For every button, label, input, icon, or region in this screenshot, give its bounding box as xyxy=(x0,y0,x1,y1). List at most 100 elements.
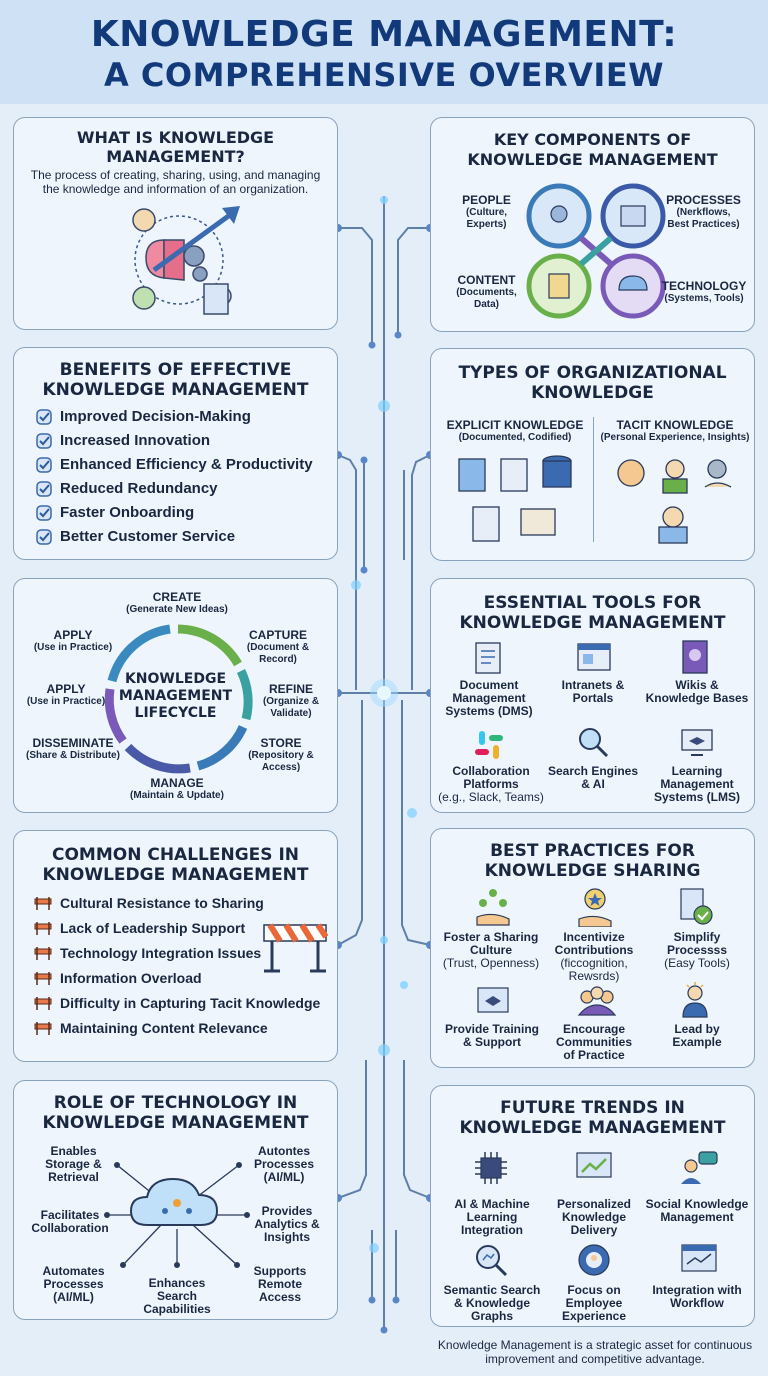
tacit-people-icons xyxy=(617,459,732,544)
trend-4-l1: Focus on xyxy=(567,1283,621,1297)
tacit-knowledge: TACIT KNOWLEDGE (Personal Experience, In… xyxy=(596,419,754,444)
sharing-hand-network-icon xyxy=(476,889,510,926)
list-item: Enhanced Efficiency & Productivity xyxy=(36,456,313,473)
capture-sub2: Record) xyxy=(259,654,297,665)
lifecycle-apply-lower: APPLY (Use in Practice) xyxy=(20,683,112,708)
tool-dms-l1: Document xyxy=(459,678,519,692)
benefits-panel: BENEFITS OF EFFECTIVE KNOWLEDGE MANAGEME… xyxy=(13,347,338,560)
disseminate-label: DISSEMINATE xyxy=(32,736,114,750)
practice-4-l1: Encourage xyxy=(562,1022,625,1036)
brain-network-icon xyxy=(132,206,240,315)
list-item: Increased Innovation xyxy=(36,432,313,449)
challenges-title: COMMON CHALLENGES IN KNOWLEDGE MANAGEMEN… xyxy=(14,845,337,885)
barrier-icon xyxy=(34,1022,52,1035)
tech-storage-l3: Retrieval xyxy=(48,1170,99,1184)
component-people: PEOPLE (Culture, Experts) xyxy=(449,194,524,231)
challenge-text: Technology Integration Issues xyxy=(60,945,262,961)
tech-search-l2: Search xyxy=(156,1289,198,1303)
challenge-text: Cultural Resistance to Sharing xyxy=(60,895,264,911)
checkmark-icon xyxy=(36,432,52,449)
capture-label: CAPTURE xyxy=(248,628,307,642)
manage-sub: (Maintain & Update) xyxy=(130,790,224,801)
practice-0-l3: (Trust, Openness) xyxy=(442,956,540,970)
lifecycle-center-label: KNOWLEDGE MANAGEMENT LIFECYCLE xyxy=(14,671,337,722)
component-technology-sub1: (Systems, Tools) xyxy=(664,293,744,304)
what-is-desc-line1: The process of creating, sharing, using,… xyxy=(30,168,321,182)
tool-intranets: Intranets &Portals xyxy=(543,679,643,705)
key-components-panel: KEY COMPONENTS OF KNOWLEDGE MANAGEMENT P… xyxy=(430,117,755,332)
semantic-search-icon xyxy=(476,1245,508,1277)
component-content-label: CONTENT xyxy=(457,273,516,287)
types-title: TYPES OF ORGANIZATIONAL KNOWLEDGE xyxy=(431,363,754,403)
list-item: Difficulty in Capturing Tacit Knowledge xyxy=(34,995,320,1011)
tech-collab-l2: Collaboration xyxy=(31,1221,109,1235)
search-icon xyxy=(579,728,609,758)
practice-1-l4: Rewsrds) xyxy=(568,969,620,983)
technology-role-title-line1: ROLE OF TECHNOLOGY IN xyxy=(53,1093,298,1113)
component-content: CONTENT (Documents, Data) xyxy=(449,274,524,311)
lifecycle-manage: MANAGE (Maintain & Update) xyxy=(117,777,237,802)
tacit-label: TACIT KNOWLEDGE xyxy=(616,418,734,432)
tools-title-line2: KNOWLEDGE MANAGEMENT xyxy=(459,613,726,633)
tool-search-l2: & AI xyxy=(581,777,605,791)
cloud-network-icon xyxy=(104,1162,250,1268)
lms-monitor-icon xyxy=(681,729,713,756)
component-people-sub2: Experts) xyxy=(466,219,507,230)
create-label: CREATE xyxy=(152,590,202,604)
tech-analytics-l2: Analytics & xyxy=(254,1217,320,1231)
store-label: STORE xyxy=(260,736,302,750)
best-practices-panel: BEST PRACTICES FOR KNOWLEDGE SHARING Fos… xyxy=(430,828,755,1068)
manage-label: MANAGE xyxy=(150,776,204,790)
what-is-description: The process of creating, sharing, using,… xyxy=(14,168,337,196)
benefits-list: Improved Decision-Making Increased Innov… xyxy=(36,408,313,552)
trend-4-l2: Employee xyxy=(565,1296,623,1310)
training-monitor-icon xyxy=(477,987,509,1013)
practice-2-l2: Processss xyxy=(666,943,728,957)
tech-autontes-l1: Autontes xyxy=(258,1144,310,1158)
lifecycle-cycle-diagram xyxy=(104,624,253,774)
tech-search-l3: Capabilities xyxy=(143,1302,211,1316)
key-components-title-line2: KNOWLEDGE MANAGEMENT xyxy=(467,150,718,169)
practice-4-l3: of Practice xyxy=(563,1048,625,1062)
what-is-title-line2: MANAGEMENT? xyxy=(106,147,245,166)
wiki-book-icon xyxy=(682,640,708,674)
practice-5-l1: Lead by xyxy=(674,1022,720,1036)
trend-2-l2: Management xyxy=(660,1210,734,1224)
page-title-line2: A COMPREHENSIVE OVERVIEW xyxy=(104,56,664,94)
component-technology-label: TECHNOLOGY xyxy=(661,279,747,293)
barrier-icon xyxy=(34,972,52,985)
list-item: Maintaining Content Relevance xyxy=(34,1020,320,1036)
trend-0-l3: Integration xyxy=(461,1223,523,1237)
challenge-text: Lack of Leadership Support xyxy=(60,920,246,936)
best-practices-title-line1: BEST PRACTICES FOR xyxy=(490,841,695,861)
tech-automates-l2: Processes xyxy=(43,1277,104,1291)
tech-search-l1: Enhances xyxy=(148,1276,206,1290)
list-item: Technology Integration Issues xyxy=(34,945,320,961)
tech-automates-l3: (AI/ML) xyxy=(53,1290,94,1304)
tool-intranets-l1: Intranets & xyxy=(561,678,625,692)
tools-title: ESSENTIAL TOOLS FOR KNOWLEDGE MANAGEMENT xyxy=(431,593,754,633)
practice-0-l2: Culture xyxy=(470,943,512,957)
types-panel: TYPES OF ORGANIZATIONAL KNOWLEDGE EXPLIC… xyxy=(430,348,755,561)
tool-wikis-l1: Wikis & xyxy=(675,678,719,692)
tech-remote-l1: Supports xyxy=(253,1264,307,1278)
tool-dms-l3: Systems (DMS) xyxy=(445,704,533,718)
lifecycle-store: STORE (Repository & Access) xyxy=(236,737,326,774)
tool-collab-l2: Platforms xyxy=(463,777,519,791)
benefit-text: Increased Innovation xyxy=(60,432,211,449)
store-sub1: (Repository & xyxy=(248,750,314,761)
component-processes-label: PROCESSES xyxy=(666,193,741,207)
refine-sub2: Validate) xyxy=(270,708,312,719)
benefits-title-line2: KNOWLEDGE MANAGEMENT xyxy=(42,380,309,400)
component-people-label: PEOPLE xyxy=(462,193,511,207)
technology-role-title: ROLE OF TECHNOLOGY IN KNOWLEDGE MANAGEME… xyxy=(14,1093,337,1133)
refine-sub1: (Organize & xyxy=(262,696,320,707)
tech-automates-l1: Automates xyxy=(42,1264,105,1278)
